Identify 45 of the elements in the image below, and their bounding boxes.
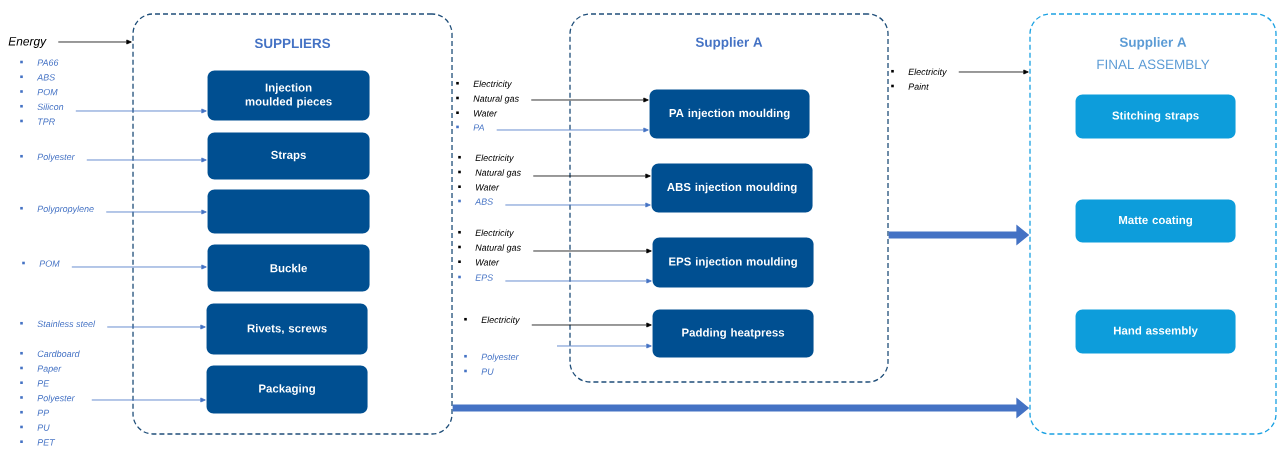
arrow bbox=[958, 69, 1029, 75]
input-text: Stainless steel bbox=[20, 320, 96, 328]
input-text: Polypropylene bbox=[20, 205, 94, 214]
process-box: ABS injection moulding bbox=[651, 163, 813, 213]
process-box: Packaging bbox=[206, 365, 368, 414]
arrow bbox=[531, 322, 652, 328]
arrow bbox=[91, 397, 206, 403]
arrow bbox=[496, 127, 649, 133]
arrow bbox=[105, 209, 207, 215]
process-box: PA injection moulding bbox=[649, 89, 810, 139]
input-list: Electricity Natural gas Water bbox=[456, 80, 519, 117]
input-text: ABS bbox=[458, 198, 494, 205]
arrow bbox=[71, 264, 207, 270]
process-box: Padding heatpress bbox=[652, 309, 814, 358]
process-box: Straps bbox=[207, 132, 370, 180]
arrow bbox=[532, 173, 651, 179]
arrow bbox=[530, 97, 649, 103]
input-text: POM bbox=[22, 260, 60, 267]
arrow bbox=[504, 202, 651, 208]
process-box bbox=[207, 189, 370, 234]
arrow bbox=[57, 39, 132, 45]
input-list: Polyester PU bbox=[464, 353, 519, 375]
input-list: PA66 ABS POM Silicon TPR bbox=[20, 59, 64, 125]
input-text: PA bbox=[456, 124, 484, 131]
input-text: Electricity bbox=[464, 316, 520, 325]
process-box: Injection moulded pieces bbox=[207, 70, 370, 121]
input-text: Energy bbox=[8, 37, 47, 48]
arrow bbox=[86, 157, 207, 163]
input-list: Electricity Natural gas Water bbox=[458, 154, 521, 191]
arrow bbox=[556, 343, 652, 349]
arrow bbox=[106, 324, 206, 330]
process-box: Stitching straps bbox=[1075, 94, 1236, 139]
input-list: Cardboard Paper PE Polyester PP PU PET bbox=[20, 350, 80, 446]
input-list: Electricity Natural gas Water bbox=[458, 229, 521, 266]
arrow bbox=[75, 108, 207, 114]
arrow bbox=[504, 278, 652, 284]
process-box: Rivets, screws bbox=[206, 303, 368, 355]
input-list: Electricity Paint bbox=[891, 68, 947, 90]
process-box: EPS injection moulding bbox=[652, 237, 814, 288]
process-box: Matte coating bbox=[1075, 199, 1236, 243]
input-text: Polyester bbox=[20, 153, 75, 162]
input-text: EPS bbox=[458, 274, 494, 281]
process-box: Buckle bbox=[207, 244, 370, 292]
process-box: Hand assembly bbox=[1075, 309, 1236, 354]
arrow bbox=[532, 248, 652, 254]
